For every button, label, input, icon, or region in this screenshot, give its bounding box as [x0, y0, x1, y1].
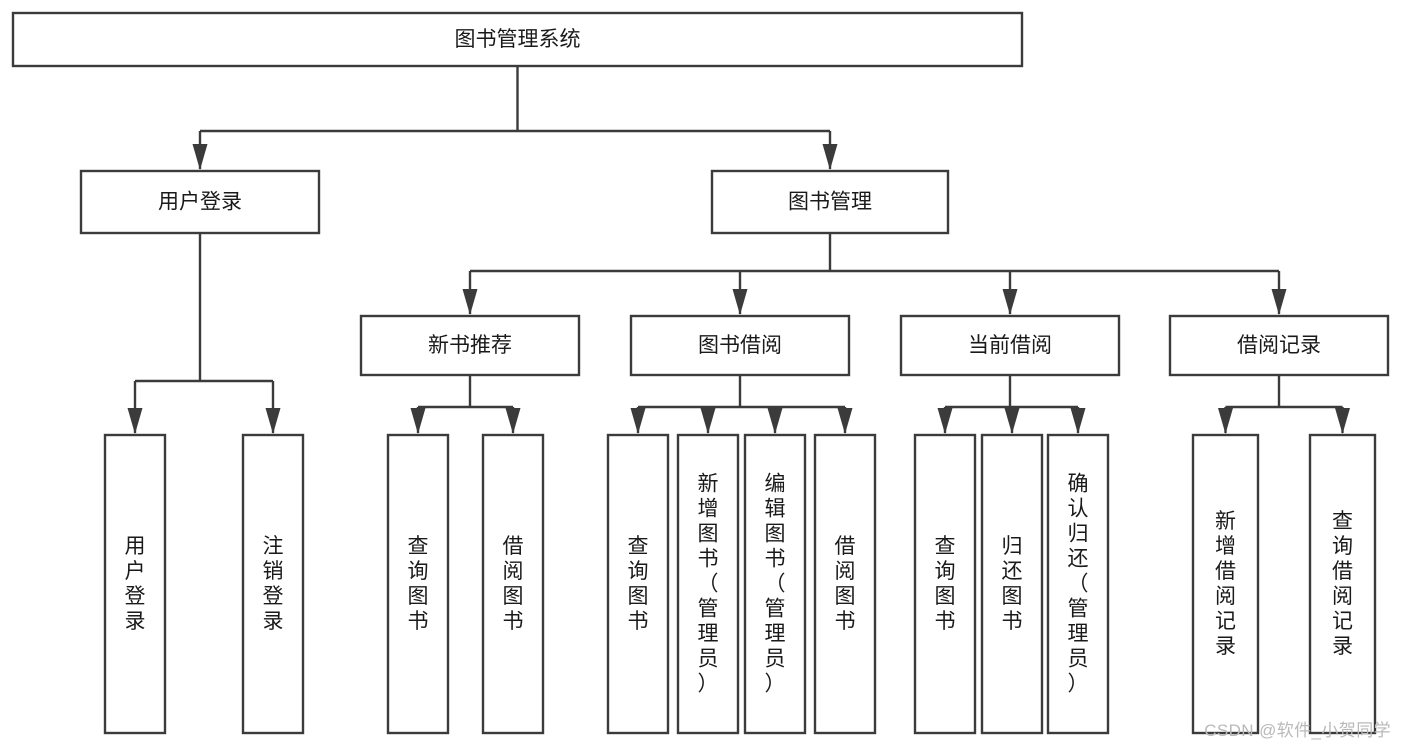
tree-node-leaf[interactable]: 注销登录 [241, 433, 305, 735]
tree-node-level2[interactable]: 新书推荐 [359, 314, 581, 377]
arrow-head-icon [127, 408, 143, 434]
arrow-head-icon [937, 408, 953, 434]
node-box[interactable] [676, 433, 740, 735]
tree-node-leaf[interactable]: 新增图书（管理员） [676, 433, 740, 735]
arrow-head-icon [630, 408, 646, 434]
node-label: 借阅图书 [835, 535, 856, 633]
node-label: 确认归还（管理员） [1068, 473, 1089, 696]
node-label: 编辑图书（管理员） [765, 473, 786, 696]
node-box[interactable] [813, 433, 877, 735]
arrow-head-icon [837, 408, 853, 434]
node-label: 图书管理 [788, 191, 872, 214]
tree-node-level1[interactable]: 图书管理 [710, 169, 950, 235]
tree-node-level2[interactable]: 借阅记录 [1168, 314, 1390, 377]
arrow-head-icon [192, 144, 208, 170]
arrow-head-icon [822, 144, 838, 170]
node-label: 新增借阅记录 [1215, 510, 1236, 658]
arrow-head-icon [1271, 289, 1287, 315]
tree-node-leaf[interactable]: 编辑图书（管理员） [743, 433, 807, 735]
csdn-watermark: CSDN @软件_小贺同学 [1204, 721, 1391, 740]
node-label: 注销登录 [263, 535, 284, 633]
node-box[interactable] [79, 169, 321, 235]
tree-node-leaf[interactable]: 确认归还（管理员） [1046, 433, 1110, 735]
node-box[interactable] [710, 169, 950, 235]
connectors-layer [127, 66, 1350, 434]
tree-node-leaf[interactable]: 归还图书 [980, 433, 1044, 735]
node-box[interactable] [386, 433, 450, 735]
node-box[interactable] [241, 433, 305, 735]
node-label: 新书推荐 [428, 334, 512, 357]
tree-node-leaf[interactable]: 查询图书 [386, 433, 450, 735]
node-box[interactable] [359, 314, 581, 377]
node-label: 借阅记录 [1237, 334, 1321, 357]
node-label: 图书借阅 [698, 334, 782, 357]
arrow-head-icon [1004, 408, 1020, 434]
node-box[interactable] [1046, 433, 1110, 735]
node-box[interactable] [1168, 314, 1390, 377]
node-label: 借阅图书 [503, 535, 524, 633]
arrow-head-icon [410, 408, 426, 434]
node-box[interactable] [606, 433, 670, 735]
node-label: 新增图书（管理员） [698, 473, 719, 696]
node-box[interactable] [629, 314, 851, 377]
tree-node-leaf[interactable]: 查询借阅记录 [1308, 433, 1377, 735]
node-label: 查询图书 [628, 535, 649, 633]
node-label: 查询图书 [935, 535, 956, 633]
node-box[interactable] [899, 314, 1121, 377]
arrow-head-icon [1002, 289, 1018, 315]
node-label: 图书管理系统 [455, 28, 581, 51]
node-box[interactable] [980, 433, 1044, 735]
tree-node-root[interactable]: 图书管理系统 [11, 11, 1024, 68]
arrow-head-icon [1070, 408, 1086, 434]
tree-node-leaf[interactable]: 新增借阅记录 [1191, 433, 1260, 735]
tree-node-leaf[interactable]: 查询图书 [606, 433, 670, 735]
arrow-head-icon [767, 408, 783, 434]
tree-node-level2[interactable]: 当前借阅 [899, 314, 1121, 377]
node-box[interactable] [743, 433, 807, 735]
node-label: 查询借阅记录 [1332, 510, 1353, 658]
node-label: 用户登录 [125, 535, 146, 633]
arrow-head-icon [1335, 408, 1350, 434]
node-box[interactable] [1308, 433, 1377, 735]
node-box[interactable] [913, 433, 977, 735]
tree-node-level1[interactable]: 用户登录 [79, 169, 321, 235]
node-label: 当前借阅 [968, 334, 1052, 357]
tree-node-leaf[interactable]: 借阅图书 [813, 433, 877, 735]
arrow-head-icon [462, 289, 478, 315]
arrow-head-icon [1218, 408, 1233, 434]
tree-node-leaf[interactable]: 用户登录 [103, 433, 167, 735]
node-label: 归还图书 [1002, 535, 1023, 633]
tree-node-leaf[interactable]: 借阅图书 [481, 433, 545, 735]
arrow-head-icon [732, 289, 748, 315]
arrow-head-icon [700, 408, 716, 434]
node-box[interactable] [1191, 433, 1260, 735]
node-box[interactable] [11, 11, 1024, 68]
tree-node-leaf[interactable]: 查询图书 [913, 433, 977, 735]
nodes-layer: 图书管理系统用户登录图书管理新书推荐图书借阅当前借阅借阅记录用户登录注销登录查询… [11, 11, 1390, 735]
node-box[interactable] [103, 433, 167, 735]
arrow-head-icon [505, 408, 521, 434]
arrow-head-icon [265, 408, 281, 434]
node-label: 查询图书 [408, 535, 429, 633]
node-label: 用户登录 [158, 191, 242, 214]
tree-node-level2[interactable]: 图书借阅 [629, 314, 851, 377]
node-box[interactable] [481, 433, 545, 735]
